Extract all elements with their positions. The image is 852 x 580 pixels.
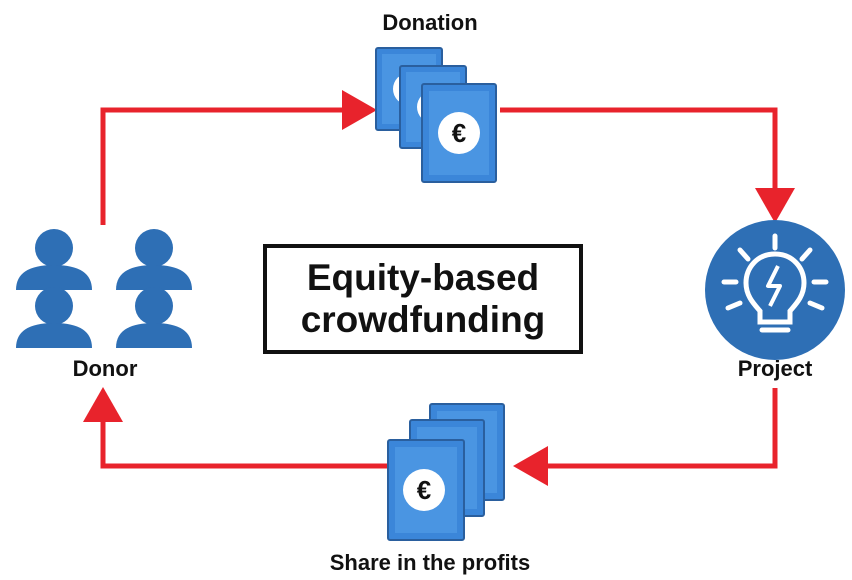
- donation-label: Donation: [382, 10, 478, 35]
- center-title-line-2: crowdfunding: [300, 299, 546, 340]
- center-title-box: Equity-based crowdfunding: [263, 244, 583, 354]
- people-group-icon: [16, 229, 192, 348]
- donor-label: Donor: [72, 356, 138, 381]
- center-title-line-1: Equity-based: [306, 257, 540, 298]
- donation-euro-symbol: €: [452, 118, 466, 148]
- arrow-donation-to-project: [500, 107, 795, 223]
- share-label: Share in the profits: [329, 550, 531, 575]
- lightbulb-icon: [705, 220, 845, 360]
- share-banknotes-icon: €: [387, 403, 505, 541]
- project-label: Project: [737, 356, 813, 381]
- share-euro-symbol: €: [417, 475, 431, 505]
- arrow-donor-to-donation: [100, 90, 377, 225]
- arrow-project-to-share: [513, 388, 778, 486]
- arrow-share-to-donor: [83, 387, 390, 469]
- donation-banknotes-icon: €: [375, 47, 497, 183]
